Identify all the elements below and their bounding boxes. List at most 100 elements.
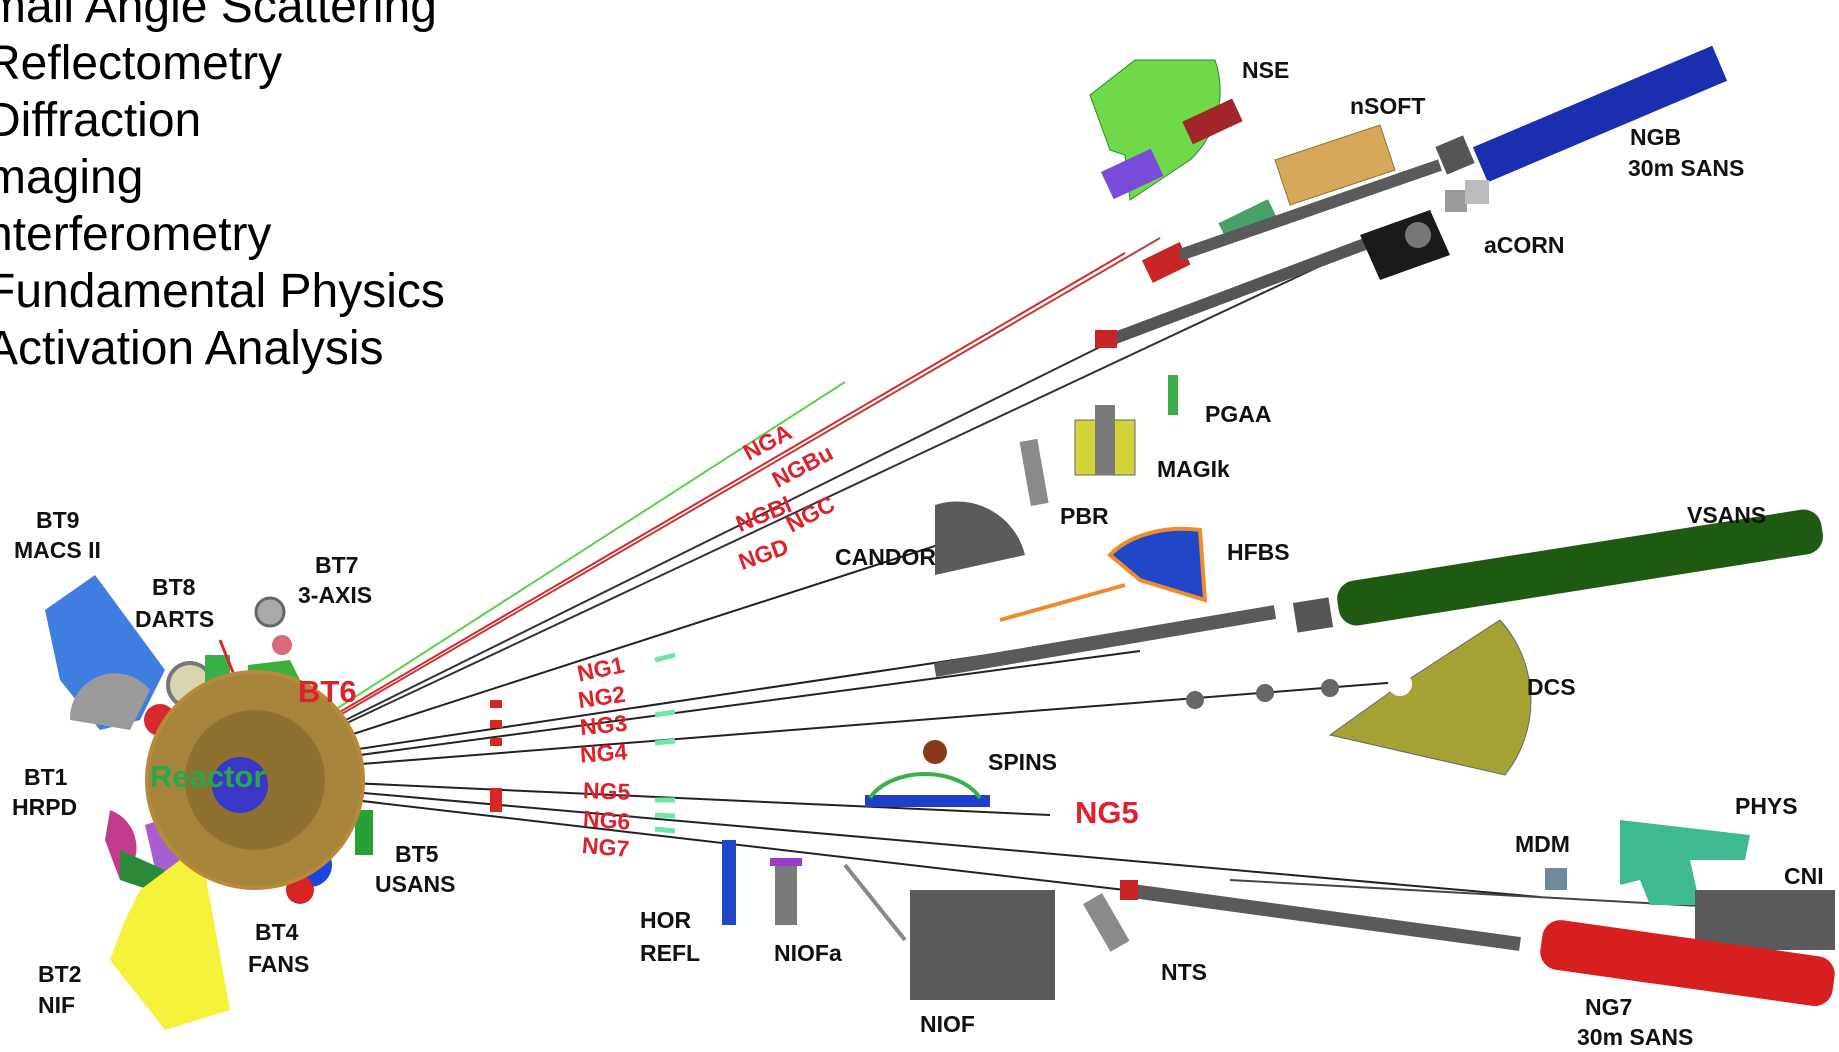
legend-item-imaging: maging (0, 151, 144, 204)
legend-item-reflectometry: Reflectometry (0, 37, 283, 90)
dcs-center (1388, 672, 1412, 696)
ng7-shutter (1120, 880, 1138, 900)
nts-unit (1082, 893, 1130, 952)
hor-refl-unit (722, 840, 736, 925)
acorn-label: aCORN (1484, 232, 1565, 258)
hfbs-area (1107, 526, 1208, 603)
acorn-part (1445, 190, 1467, 212)
hor-refl-label-1: HOR (640, 907, 692, 933)
niof-area (910, 890, 1055, 1000)
ngb-guide (1178, 159, 1442, 261)
segment-ng6 (654, 812, 676, 819)
bt5-name: USANS (375, 871, 456, 897)
legend-item-sans: mall Angle Scattering (0, 0, 437, 33)
nsoft-label: nSOFT (1350, 93, 1426, 119)
guide-label-ng5: NG5 (582, 777, 631, 805)
mdm-label: MDM (1515, 831, 1570, 857)
magik-arm (1095, 405, 1115, 475)
bt6-code: BT6 (298, 674, 357, 709)
bt2-name: NIF (38, 992, 76, 1018)
niofa-unit (775, 865, 797, 925)
cni-area (1695, 890, 1835, 950)
bt9-name: MACS II (14, 537, 101, 563)
beam-ngd (284, 244, 1366, 753)
usans-arm (355, 810, 373, 855)
beam-ngbl (284, 237, 1161, 748)
nts-label: NTS (1161, 959, 1207, 985)
ngb-code: NGB (1630, 124, 1682, 150)
dcs-label: DCS (1527, 674, 1576, 700)
beam-ng3 (284, 650, 1141, 766)
reactor-vessel (212, 757, 268, 813)
ng7-code: NG7 (1585, 994, 1633, 1020)
beam-ng4 (284, 681, 1401, 771)
ng7-tube (1540, 920, 1835, 1007)
dcs-guide-node (1321, 679, 1339, 697)
mdm-unit (1545, 868, 1567, 890)
segment-ng1 (654, 652, 676, 663)
beam-ng6-end (1229, 879, 1701, 907)
ng7-guide (1124, 883, 1521, 951)
vsans-box (1292, 597, 1334, 633)
ngd-shutter (1095, 330, 1117, 348)
beam-ng7 (284, 791, 1126, 891)
thermal-hall (45, 575, 373, 1030)
niof-label: NIOF (920, 1011, 975, 1037)
cold-hall (722, 45, 1835, 1007)
segment-ng4 (654, 738, 676, 746)
candor-label: CANDOR (835, 544, 936, 570)
bt9-shield (69, 673, 150, 730)
guide-label-ng7: NG7 (581, 831, 631, 863)
cni-label: CNI (1784, 863, 1824, 889)
ngb-box (1435, 135, 1475, 175)
bt1-name: HRPD (12, 794, 78, 820)
pgaa-label: PGAA (1205, 401, 1272, 427)
pgaa-line (1168, 375, 1178, 415)
spins-arc (868, 771, 982, 800)
ngd-guide (1107, 238, 1368, 346)
guide-label-ng4: NG4 (579, 738, 629, 768)
bt2-code: BT2 (38, 961, 82, 987)
niofa-top (770, 858, 802, 866)
ngb-tube (1472, 45, 1728, 183)
legend-item-interferometry: nterferometry (0, 208, 272, 261)
ngb-name: 30m SANS (1628, 155, 1745, 181)
spins-label: SPINS (988, 749, 1058, 775)
bt1-code: BT1 (24, 764, 68, 790)
red-shutters (490, 700, 502, 812)
bt8-code: BT8 (152, 574, 196, 600)
vsans-tube (1337, 509, 1823, 626)
beam-ngbu (284, 252, 1126, 745)
shutter (490, 720, 502, 728)
dcs-area (1328, 619, 1532, 776)
pbr-label: PBR (1060, 503, 1109, 529)
dcs-guide-node (1256, 684, 1274, 702)
beam-ng1 (284, 524, 1001, 757)
phys-area (1620, 820, 1750, 905)
beam-ngc (284, 341, 1111, 751)
magik-label: MAGIk (1157, 456, 1230, 482)
legend-item-diffraction: Diffraction (0, 94, 202, 147)
bt7-code: BT7 (315, 552, 359, 578)
niofa-label: NIOFa (774, 940, 842, 966)
vsans-guide (933, 605, 1277, 677)
legend-item-fundamental-physics: Fundamental Physics (0, 265, 445, 318)
nif-area (110, 845, 230, 1030)
bt7-analyzer (272, 635, 292, 655)
vsans-label: VSANS (1687, 502, 1767, 528)
bt8-name: DARTS (135, 606, 215, 632)
shutter (490, 788, 502, 812)
phys-label: PHYS (1735, 793, 1798, 819)
nse-coil (1182, 98, 1243, 145)
acorn-area (1360, 210, 1450, 280)
bt5-code: BT5 (395, 841, 439, 867)
technique-legend: mall Angle Scattering Reflectometry Diff… (0, 0, 445, 377)
segment-ng3 (654, 709, 676, 718)
spins-track (865, 795, 990, 807)
legend-item-activation-analysis: Activation Analysis (0, 322, 384, 375)
shutter (490, 738, 502, 746)
acorn-detector (1405, 222, 1431, 248)
shutter (490, 700, 502, 708)
nse-detector (1101, 148, 1164, 200)
